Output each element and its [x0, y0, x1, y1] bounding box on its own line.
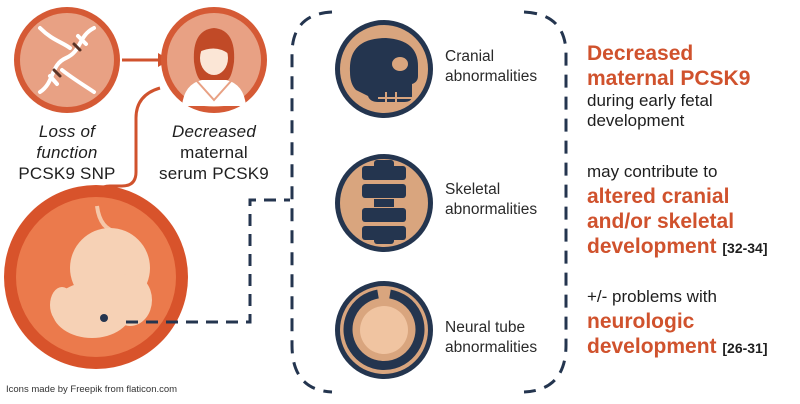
block3-ref: [26-31]: [722, 340, 768, 356]
cranial-label: Cranial abnormalities: [445, 47, 537, 87]
neural-tube-icon: [335, 281, 433, 379]
block2-dark-line1: may contribute to: [587, 162, 718, 181]
serum-caption-line2: maternal: [180, 143, 248, 162]
dna-icon: [14, 7, 120, 113]
icon-credit: Icons made by Freepik from flaticon.com: [6, 384, 178, 395]
cranial-label-line1: Cranial: [445, 48, 495, 65]
block2-red-line2: and/or skeletal: [587, 210, 735, 233]
bracket-left: [290, 10, 333, 394]
neural-tube-label-line1: Neural tube: [445, 319, 526, 336]
block3-red-line2: development: [587, 335, 717, 358]
block2-red-line1: altered cranial: [587, 185, 730, 208]
right-block-2: may contribute to altered cranial and/or…: [587, 162, 800, 261]
block1-red-line2: maternal PCSK9: [587, 67, 751, 90]
serum-caption: Decreased maternal serum PCSK9: [144, 121, 284, 184]
block2-ref: [32-34]: [722, 240, 768, 256]
right-block-3: +/- problems with neurologic development…: [587, 287, 800, 361]
block1-dark-line1: during early fetal: [587, 91, 713, 110]
cranial-label-line2: abnormalities: [445, 68, 538, 85]
block3-dark-line1: +/- problems with: [587, 287, 717, 306]
block2-red-line3-row: development [32-34]: [587, 234, 800, 261]
block3-red-line1: neurologic: [587, 310, 695, 333]
block2-red-line3: development: [587, 235, 717, 258]
block1-dark-line2: development: [587, 111, 685, 130]
snp-caption-line2: function: [36, 143, 98, 162]
snp-caption: Loss of function PCSK9 SNP: [2, 121, 132, 184]
block3-red-line2-row: development [26-31]: [587, 334, 800, 361]
spine-icon: [335, 154, 433, 252]
serum-caption-line3: serum PCSK9: [159, 164, 269, 183]
right-block-1: Decreased maternal PCSK9 during early fe…: [587, 41, 800, 131]
snp-caption-line1: Loss of: [38, 122, 96, 141]
skeletal-label-line2: abnormalities: [445, 201, 538, 218]
snp-caption-line3: PCSK9 SNP: [18, 164, 116, 183]
serum-caption-line1: Decreased: [171, 122, 256, 141]
neural-tube-label-line2: abnormalities: [445, 339, 538, 356]
skeletal-label: Skeletal abnormalities: [445, 180, 537, 220]
neural-tube-label: Neural tube abnormalities: [445, 318, 537, 358]
bracket-right: [523, 10, 568, 394]
skull-icon: [335, 20, 433, 118]
dashed-connector: [126, 198, 290, 324]
fetus-icon: [4, 185, 188, 369]
block1-red-line1: Decreased: [587, 42, 694, 65]
woman-icon: [161, 7, 267, 113]
skeletal-label-line1: Skeletal: [445, 181, 501, 198]
